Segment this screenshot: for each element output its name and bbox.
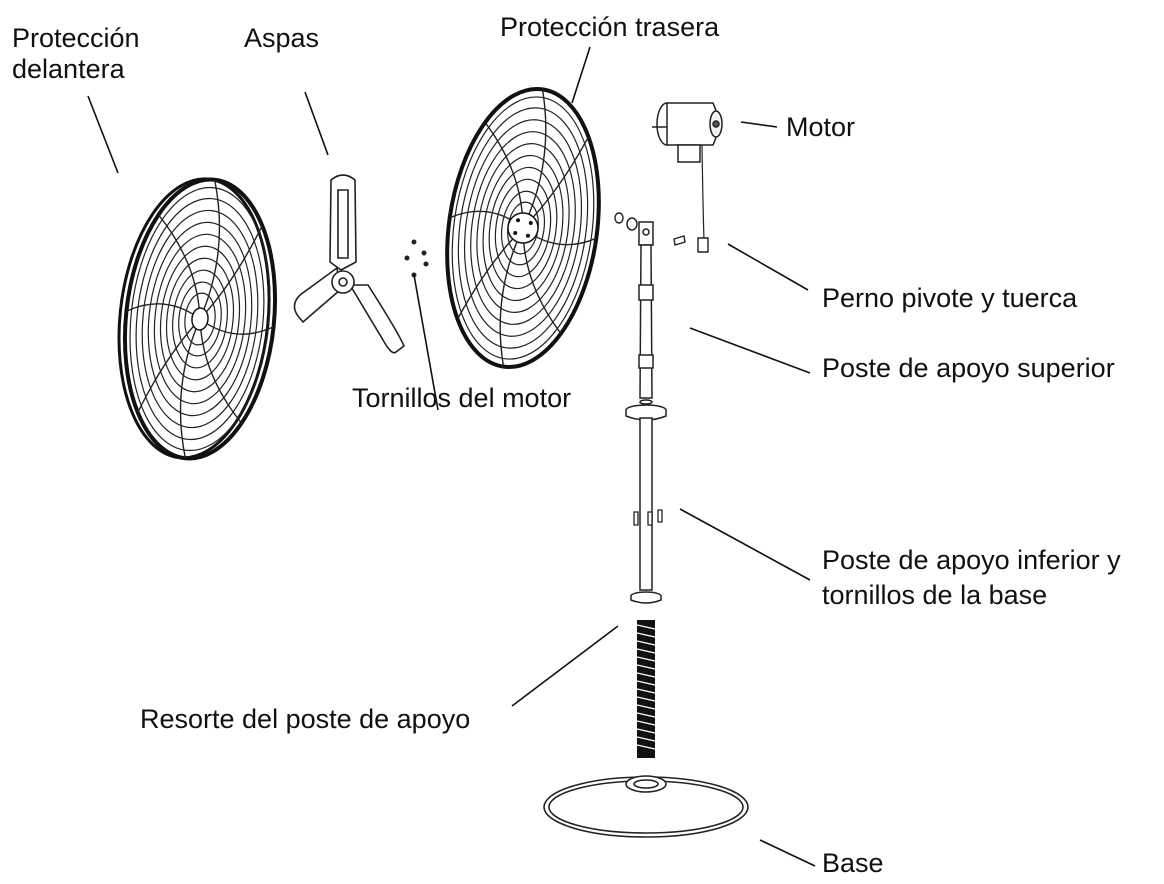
leader-rear-guard [571, 46, 591, 104]
leader-spring [511, 625, 619, 707]
motor-screws [404, 239, 429, 278]
leader-upper-pole [689, 327, 811, 374]
base-screws [633, 509, 663, 526]
label-upper-pole: Poste de apoyo superior [822, 353, 1115, 383]
label-motor: Motor [786, 112, 856, 142]
label-lower-pole-line2: tornillos de la base [822, 580, 1048, 610]
label-pivot-bolt: Perno pivote y tuerca [822, 283, 1078, 313]
fan-blades [293, 174, 405, 354]
leader-base [759, 839, 816, 867]
leader-screws [413, 274, 439, 411]
support-pole-spring [636, 620, 656, 758]
leader-lower-pole [679, 508, 811, 581]
pivot-bolt-and-nut [614, 212, 709, 253]
upper-support-pole [638, 221, 654, 399]
label-base: Base [822, 848, 884, 878]
label-rear-guard: Protección trasera [500, 12, 720, 42]
leader-front-guard [87, 95, 119, 174]
fan-base [543, 775, 749, 838]
leader-pivot [727, 243, 809, 291]
label-spring: Resorte del poste de apoyo [140, 704, 471, 734]
bottom-flange [630, 591, 662, 604]
front-guard [109, 170, 291, 468]
label-lower-pole-line1: Poste de apoyo inferior y [822, 545, 1121, 575]
lower-support-pole [639, 417, 653, 591]
leader-blades [304, 91, 329, 156]
motor [652, 102, 723, 241]
label-front-guard-line1: Protección [12, 23, 140, 53]
leader-lines [87, 46, 816, 867]
leader-motor [740, 121, 778, 128]
rear-guard [428, 77, 618, 379]
label-front-guard-line2: delantera [12, 54, 125, 84]
pole-collar [625, 399, 667, 421]
label-blades: Aspas [244, 23, 320, 53]
label-motor-screws: Tornillos del motor [352, 383, 572, 413]
